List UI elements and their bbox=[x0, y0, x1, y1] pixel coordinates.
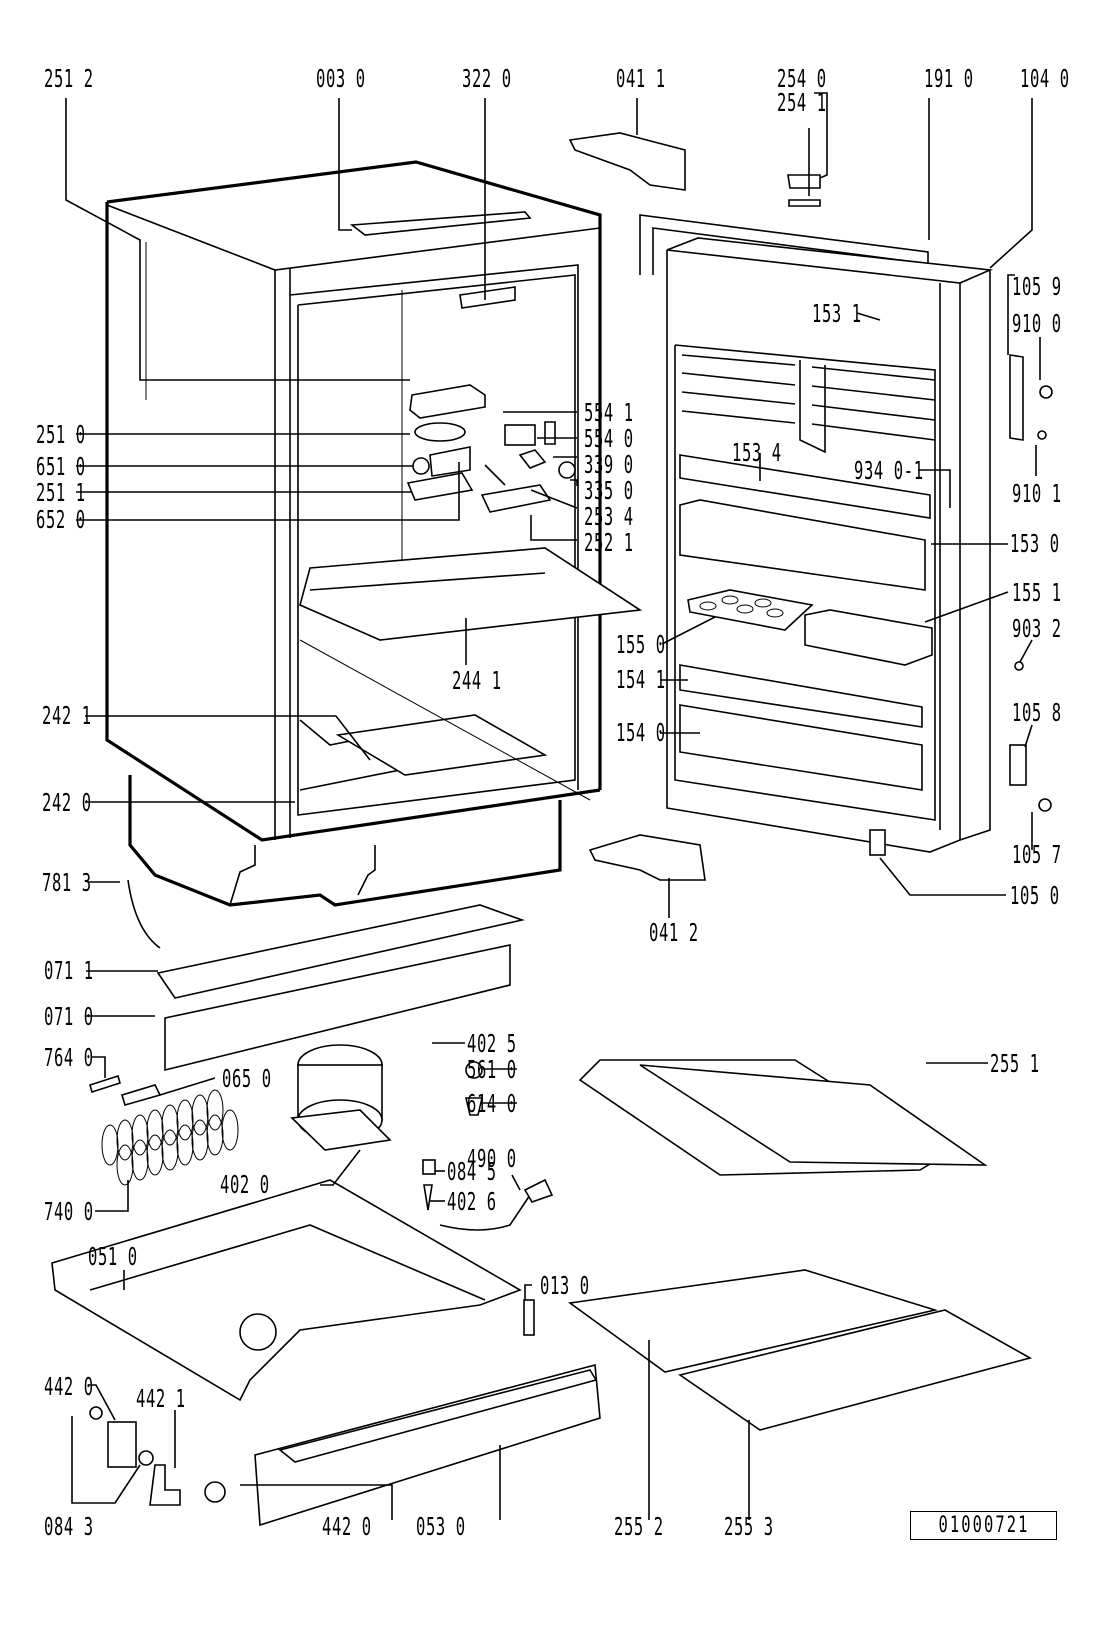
part-label: 053 0 bbox=[416, 1512, 466, 1541]
part-label: 251 0 bbox=[36, 420, 86, 449]
part-label: 442 0 bbox=[322, 1512, 372, 1541]
part-label: 105 8 bbox=[1012, 698, 1062, 727]
part-label: 490 0 bbox=[467, 1144, 517, 1173]
part-label: 255 1 bbox=[990, 1049, 1040, 1078]
part-label: 013 0 bbox=[540, 1271, 590, 1300]
part-label: 104 0 bbox=[1020, 64, 1070, 93]
part-label: 003 0 bbox=[316, 64, 366, 93]
lower-parts bbox=[51, 879, 1033, 1527]
part-label: 253 4 bbox=[584, 502, 634, 531]
leader-lines bbox=[65, 92, 1041, 1520]
part-label: 910 1 bbox=[1012, 479, 1062, 508]
part-label: 903 2 bbox=[1012, 614, 1062, 643]
part-label: 554 0 bbox=[584, 424, 634, 453]
part-label: 402 0 bbox=[220, 1170, 270, 1199]
part-label: 255 2 bbox=[614, 1512, 664, 1541]
door bbox=[639, 214, 994, 853]
cabinet-body bbox=[105, 160, 643, 907]
part-label: 561 0 bbox=[467, 1055, 517, 1084]
part-label: 781 3 bbox=[42, 868, 92, 897]
part-label: 255 3 bbox=[724, 1512, 774, 1541]
part-label: 322 0 bbox=[462, 64, 512, 93]
door-racks bbox=[681, 354, 936, 454]
part-label: 244 1 bbox=[452, 666, 502, 695]
part-label: 402 5 bbox=[467, 1029, 517, 1058]
part-label: 084 3 bbox=[44, 1512, 94, 1541]
part-label: 242 0 bbox=[42, 788, 92, 817]
part-label: 934 0-1 bbox=[854, 456, 924, 485]
part-label: 442 1 bbox=[136, 1384, 186, 1413]
part-label: 071 1 bbox=[44, 956, 94, 985]
part-label: 041 1 bbox=[616, 64, 666, 93]
part-label: 254 0 bbox=[777, 64, 827, 93]
drawing-number-box: 01000721 bbox=[910, 1511, 1057, 1540]
part-label: 105 0 bbox=[1010, 881, 1060, 910]
part-label: 154 1 bbox=[616, 665, 666, 694]
part-label: 153 4 bbox=[732, 438, 782, 467]
part-label: 910 0 bbox=[1012, 309, 1062, 338]
part-label: 252 1 bbox=[584, 528, 634, 557]
part-label: 335 0 bbox=[584, 476, 634, 505]
part-label: 242 1 bbox=[42, 701, 92, 730]
part-label: 153 0 bbox=[1010, 529, 1060, 558]
part-label: 652 0 bbox=[36, 505, 86, 534]
part-label: 614 0 bbox=[467, 1089, 517, 1118]
part-label: 764 0 bbox=[44, 1043, 94, 1072]
part-label: 071 0 bbox=[44, 1002, 94, 1031]
part-label: 105 7 bbox=[1012, 840, 1062, 869]
part-label: 155 0 bbox=[616, 630, 666, 659]
door-hardware bbox=[568, 132, 1053, 881]
part-label: 041 2 bbox=[649, 918, 699, 947]
part-label: 254 1 bbox=[777, 88, 827, 117]
part-label: 339 0 bbox=[584, 450, 634, 479]
part-label: 153 1 bbox=[812, 299, 862, 328]
part-label: 251 1 bbox=[36, 478, 86, 507]
part-label: 105 9 bbox=[1012, 272, 1062, 301]
part-label: 051 0 bbox=[88, 1242, 138, 1271]
part-label: 065 0 bbox=[222, 1064, 272, 1093]
part-label: 084 5 bbox=[447, 1157, 497, 1186]
part-label: 442 0 bbox=[44, 1372, 94, 1401]
part-label: 651 0 bbox=[36, 452, 86, 481]
drawing-number: 01000721 bbox=[938, 1513, 1029, 1538]
part-label: 402 6 bbox=[447, 1187, 497, 1216]
condenser-coil bbox=[101, 1089, 239, 1186]
part-label: 554 1 bbox=[584, 398, 634, 427]
part-label: 155 1 bbox=[1012, 578, 1062, 607]
part-label: 251 2 bbox=[44, 64, 94, 93]
part-label: 191 0 bbox=[924, 64, 974, 93]
part-label: 154 0 bbox=[616, 718, 666, 747]
part-label: 740 0 bbox=[44, 1197, 94, 1226]
